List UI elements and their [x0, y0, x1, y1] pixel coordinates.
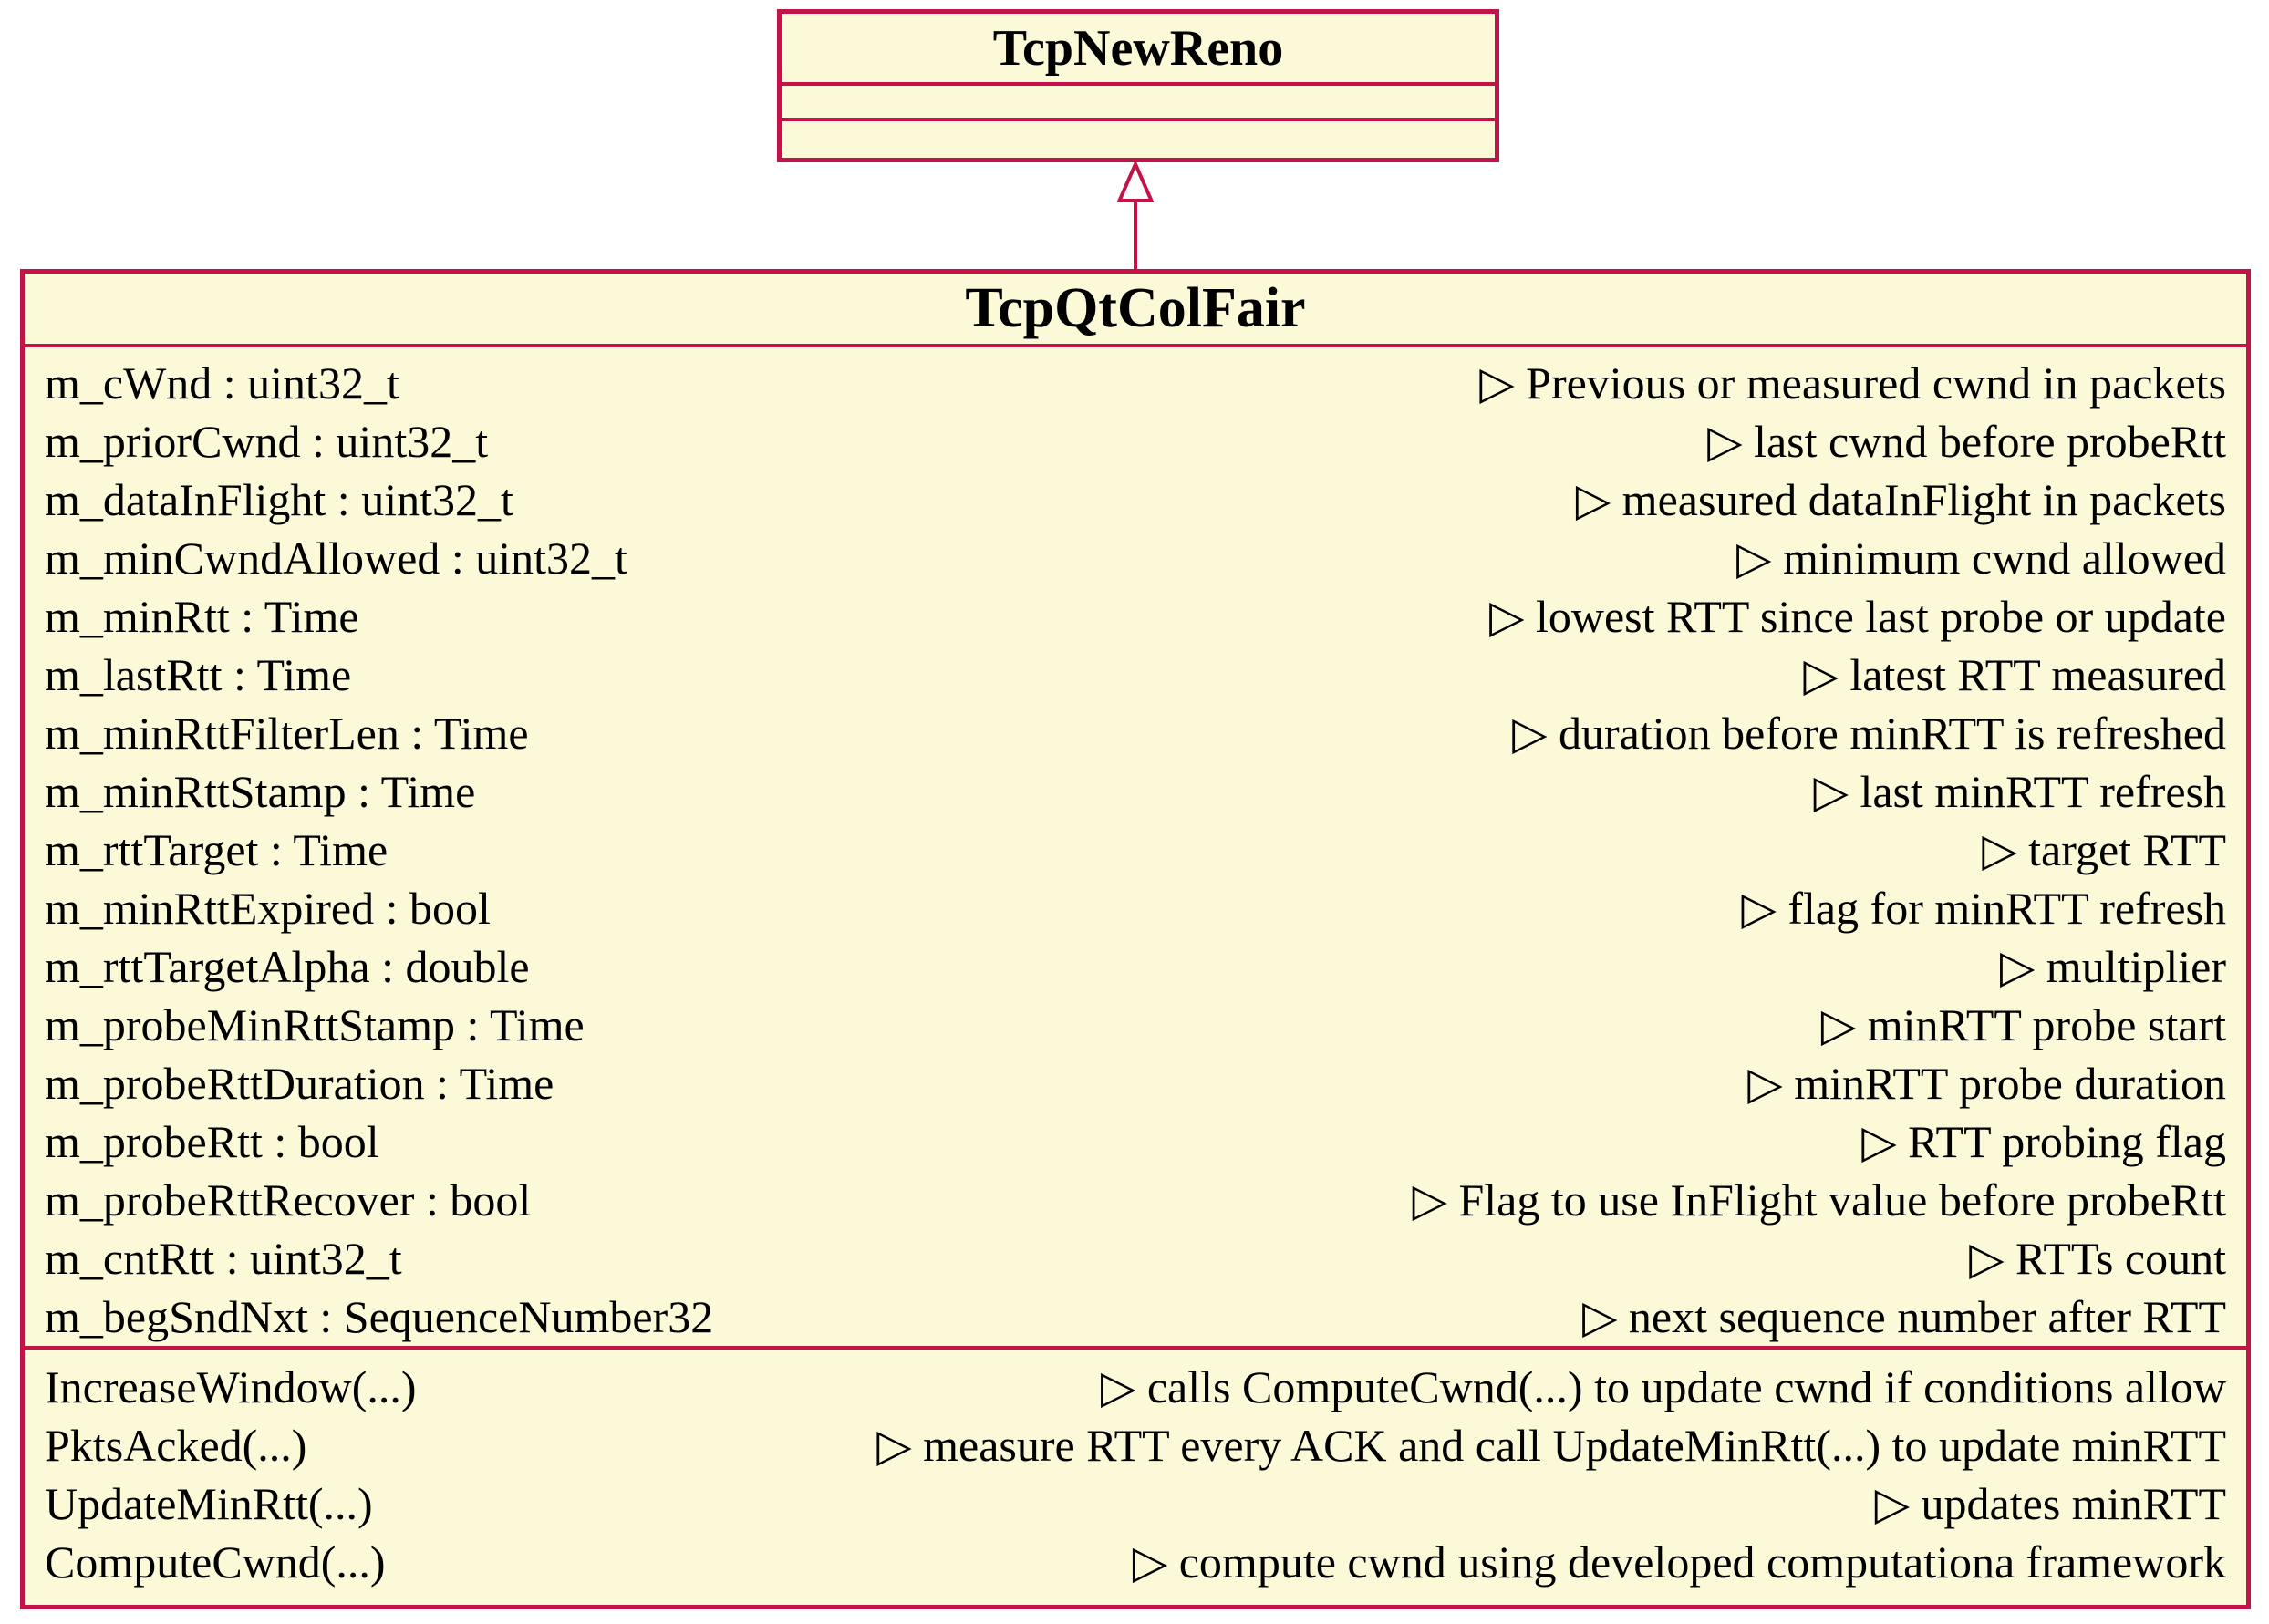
member-comment: ▷ updates minRTT [1874, 1478, 2226, 1529]
member-name: m_probeMinRttStamp : Time [45, 999, 585, 1050]
class-box-tcpqtcolfair: TcpQtColFair m_cWnd : uint32_t ▷ Previou… [20, 269, 2251, 1609]
member-row: m_minRtt : Time ▷ lowest RTT since last … [45, 587, 2226, 646]
member-comment: ▷ compute cwnd using developed computati… [1132, 1536, 2226, 1588]
member-name: m_probeRtt : bool [45, 1116, 379, 1167]
member-name: m_rttTarget : Time [45, 824, 389, 875]
member-comment: ▷ target RTT [1982, 824, 2226, 875]
member-row: m_probeRtt : bool ▷ RTT probing flag [45, 1112, 2226, 1171]
member-comment: ▷ measure RTT every ACK and call UpdateM… [876, 1420, 2226, 1471]
member-row: m_probeMinRttStamp : Time ▷ minRTT probe… [45, 996, 2226, 1054]
member-name: PktsAcked(...) [45, 1420, 307, 1471]
member-name: m_priorCwnd : uint32_t [45, 416, 489, 467]
member-comment: ▷ flag for minRTT refresh [1741, 883, 2226, 934]
member-row: m_minCwndAllowed : uint32_t ▷ minimum cw… [45, 529, 2226, 587]
member-name: m_lastRtt : Time [45, 649, 352, 700]
member-name: m_minRttExpired : bool [45, 883, 491, 934]
member-row: PktsAcked(...) ▷ measure RTT every ACK a… [45, 1416, 2226, 1474]
member-name: m_minRtt : Time [45, 591, 359, 642]
child-attributes-compartment: m_cWnd : uint32_t ▷ Previous or measured… [25, 347, 2246, 1350]
member-comment: ▷ latest RTT measured [1803, 649, 2226, 700]
member-name: m_begSndNxt : SequenceNumber32 [45, 1291, 714, 1342]
member-name: ComputeCwnd(...) [45, 1536, 386, 1588]
member-name: m_minCwndAllowed : uint32_t [45, 533, 627, 584]
member-comment: ▷ Previous or measured cwnd in packets [1479, 357, 2226, 409]
member-row: UpdateMinRtt(...) ▷ updates minRTT [45, 1474, 2226, 1533]
member-row: m_cntRtt : uint32_t ▷ RTTs count [45, 1229, 2226, 1288]
member-comment: ▷ RTT probing flag [1861, 1116, 2226, 1167]
member-row: m_probeRttDuration : Time ▷ minRTT probe… [45, 1054, 2226, 1112]
member-comment: ▷ last cwnd before probeRtt [1707, 416, 2226, 467]
class-box-tcpnewreno: TcpNewReno [777, 9, 1499, 162]
parent-attributes-compartment [782, 86, 1495, 121]
member-name: m_cWnd : uint32_t [45, 357, 399, 409]
member-name: m_rttTargetAlpha : double [45, 941, 530, 992]
member-comment: ▷ minRTT probe start [1820, 999, 2226, 1050]
member-name: m_dataInFlight : uint32_t [45, 474, 513, 525]
member-row: m_probeRttRecover : bool ▷ Flag to use I… [45, 1171, 2226, 1229]
member-comment: ▷ calls ComputeCwnd(...) to update cwnd … [1100, 1361, 2226, 1412]
member-comment: ▷ duration before minRTT is refreshed [1512, 708, 2226, 759]
member-name: IncreaseWindow(...) [45, 1361, 417, 1412]
parent-methods-compartment [782, 121, 1495, 154]
member-comment: ▷ last minRTT refresh [1813, 766, 2227, 817]
member-comment: ▷ minRTT probe duration [1747, 1058, 2226, 1109]
member-row: m_cWnd : uint32_t ▷ Previous or measured… [45, 354, 2226, 412]
member-row: IncreaseWindow(...) ▷ calls ComputeCwnd(… [45, 1358, 2226, 1416]
member-name: m_minRttStamp : Time [45, 766, 476, 817]
member-comment: ▷ multiplier [1999, 941, 2226, 992]
parent-class-title: TcpNewReno [782, 14, 1495, 86]
member-name: m_probeRttDuration : Time [45, 1058, 554, 1109]
member-row: ComputeCwnd(...) ▷ compute cwnd using de… [45, 1533, 2226, 1591]
member-row: m_rttTargetAlpha : double ▷ multiplier [45, 937, 2226, 996]
member-row: m_minRttExpired : bool ▷ flag for minRTT… [45, 879, 2226, 937]
member-comment: ▷ Flag to use InFlight value before prob… [1412, 1174, 2226, 1226]
member-comment: ▷ RTTs count [1969, 1233, 2226, 1284]
member-comment: ▷ minimum cwnd allowed [1736, 533, 2226, 584]
member-comment: ▷ measured dataInFlight in packets [1575, 474, 2226, 525]
member-name: m_probeRttRecover : bool [45, 1174, 532, 1226]
member-row: m_begSndNxt : SequenceNumber32 ▷ next se… [45, 1288, 2226, 1346]
member-row: m_dataInFlight : uint32_t ▷ measured dat… [45, 471, 2226, 529]
member-row: m_lastRtt : Time ▷ latest RTT measured [45, 646, 2226, 704]
child-methods-compartment: IncreaseWindow(...) ▷ calls ComputeCwnd(… [25, 1350, 2246, 1601]
generalization-arrow-icon [1116, 162, 1155, 270]
member-name: m_cntRtt : uint32_t [45, 1233, 402, 1284]
member-comment: ▷ lowest RTT since last probe or update [1489, 591, 2226, 642]
member-comment: ▷ next sequence number after RTT [1581, 1291, 2226, 1342]
member-row: m_minRttFilterLen : Time ▷ duration befo… [45, 704, 2226, 762]
member-name: UpdateMinRtt(...) [45, 1478, 373, 1529]
member-name: m_minRttFilterLen : Time [45, 708, 529, 759]
member-row: m_minRttStamp : Time ▷ last minRTT refre… [45, 762, 2226, 821]
member-row: m_rttTarget : Time ▷ target RTT [45, 821, 2226, 879]
child-class-title: TcpQtColFair [25, 274, 2246, 347]
member-row: m_priorCwnd : uint32_t ▷ last cwnd befor… [45, 412, 2226, 471]
